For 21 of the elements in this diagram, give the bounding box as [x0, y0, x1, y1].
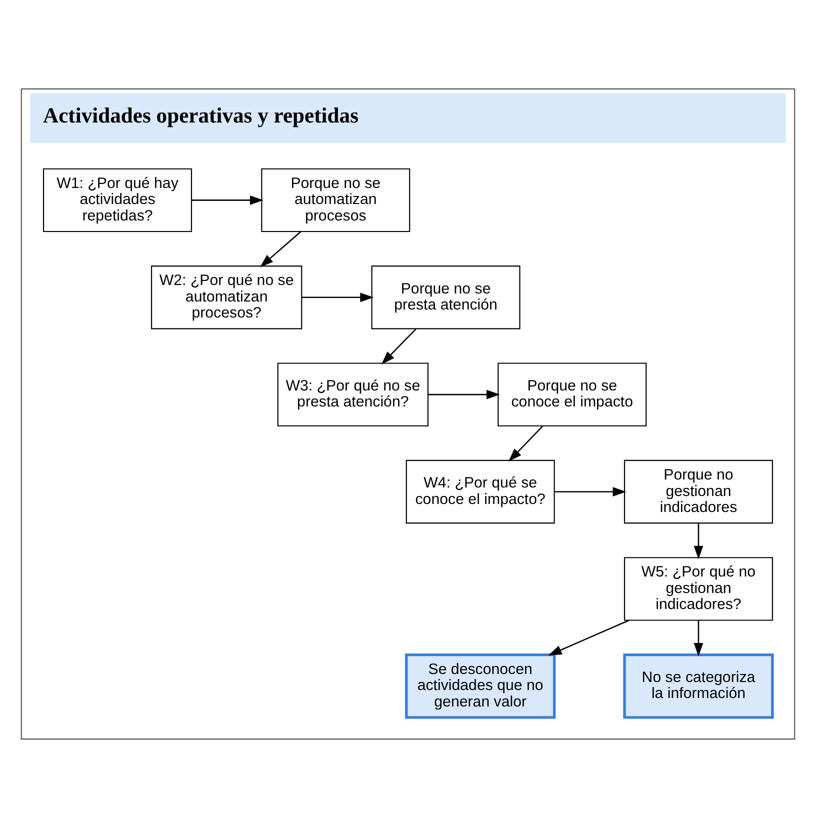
- node-box: Se desconocen actividades que no generan valor: [405, 652, 556, 718]
- arrow: [548, 619, 630, 655]
- arrow: [302, 292, 374, 302]
- arrow: [554, 486, 626, 496]
- node-box: Porque no se automatizan procesos: [261, 168, 410, 232]
- arrow: [694, 620, 704, 656]
- arrow: [192, 195, 264, 204]
- node-box: Porque no se presta atención: [371, 265, 520, 329]
- node-box: Porque no se conoce el impacto: [498, 362, 647, 426]
- node-box: W2: ¿Por qué no se automatizan procesos?: [151, 265, 302, 329]
- node-box: W3: ¿Por qué no se presta atención?: [277, 362, 429, 426]
- node-box: W1: ¿Por qué hay actividades repetidas?: [43, 168, 192, 232]
- arrow: [381, 328, 416, 364]
- node-box: Porque no gestionan indicadores: [624, 459, 773, 524]
- arrow: [428, 389, 500, 399]
- node-box: W5: ¿Por qué no gestionan indicadores?: [624, 556, 773, 620]
- arrow: [260, 230, 302, 267]
- arrow: [694, 522, 704, 559]
- node-box: No se categoriza la información: [623, 652, 774, 718]
- arrow: [508, 425, 544, 462]
- node-box: W4: ¿Por qué se conoce el impacto?: [406, 459, 555, 524]
